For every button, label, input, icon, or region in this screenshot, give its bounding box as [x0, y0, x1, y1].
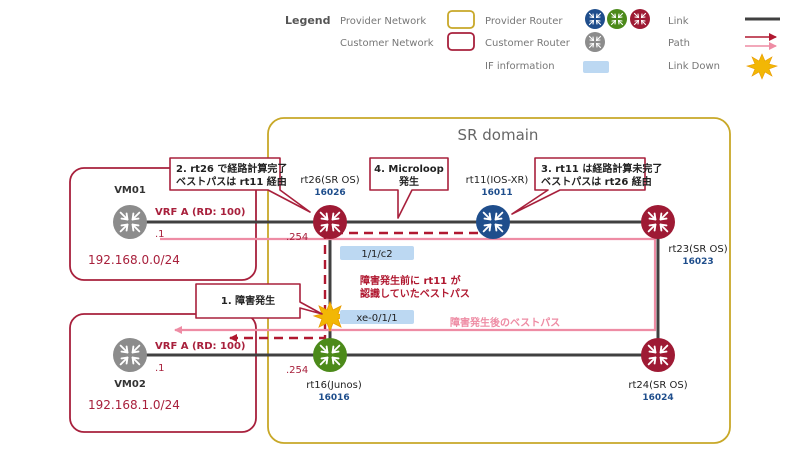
rt23-sid: 16023: [682, 257, 713, 267]
rt16-router-icon: [313, 338, 347, 372]
legend-router-blue-icon: [585, 9, 605, 29]
rt16-sid: 16016: [318, 393, 349, 403]
legend-router-red-icon: [630, 9, 650, 29]
links: [130, 220, 660, 357]
callout-2-line2: ベストパスは rt11 経由: [176, 175, 287, 188]
callout-2-line1: 2. rt26 で経路計算完了: [176, 162, 287, 175]
rt24-sid: 16024: [642, 393, 673, 403]
callout-3-line1: 3. rt11 は経路計算未完了: [541, 162, 662, 175]
callout-3: 3. rt11 は経路計算未完了 ベストパスは rt26 経由: [511, 157, 662, 215]
legend-link-down: Link Down: [668, 61, 720, 72]
pre-failure-annotation-line1: 障害発生前に rt11 が: [360, 274, 462, 287]
legend-link-down-icon: [745, 53, 779, 80]
if-label-rt16: xe-0/1/1: [356, 313, 397, 324]
legend-provider-network: Provider Network: [340, 16, 426, 27]
legend-router-green-icon: [607, 9, 627, 29]
vm02-subnet: 192.168.1.0/24: [88, 398, 180, 412]
vm01-subnet: 192.168.0.0/24: [88, 253, 180, 267]
vm02-router-icon: [113, 338, 147, 372]
vm01-router-icon: [113, 205, 147, 239]
legend-customer-network-swatch: [447, 32, 475, 51]
rt24-router-icon: [641, 338, 675, 372]
sr-domain-area: [267, 117, 731, 444]
pre-failure-annotation-line2: 認識していたベストパス: [360, 287, 470, 300]
rt23-name: rt23(SR OS): [668, 244, 727, 255]
legend-if-swatch: [583, 61, 609, 73]
legend-provider-network-swatch: [447, 10, 475, 29]
if-box-rt26: [340, 246, 414, 260]
rt26-name: rt26(SR OS): [300, 175, 359, 186]
legend-link: Link: [668, 16, 689, 27]
callout-1-text: 1. 障害発生: [221, 294, 275, 307]
vm01-if-label: .1: [155, 229, 165, 240]
rt11-sid: 16011: [481, 188, 512, 198]
callout-2: 2. rt26 で経路計算完了 ベストパスは rt11 経由: [169, 157, 311, 213]
customer-network-vm01: [69, 167, 257, 281]
vm02-label: VM02: [114, 379, 146, 390]
legend: Legend Provider Network Customer Network…: [285, 9, 780, 80]
legend-if-information: IF information: [485, 61, 555, 72]
callout-4-line2: 発生: [398, 175, 419, 188]
if-box-rt16: [340, 310, 414, 324]
vm01-vrf-label: VRF A (RD: 100): [155, 207, 245, 218]
if-label-rt26: 1/1/c2: [361, 249, 392, 260]
rt24-name: rt24(SR OS): [628, 380, 687, 391]
post-failure-annotation: 障害発生後のベストパス: [450, 316, 560, 329]
sr-domain-label: SR domain: [458, 126, 539, 144]
callout-4-line1: 4. Microloop: [374, 164, 444, 175]
rt11-router-icon: [476, 205, 510, 239]
callout-4: 4. Microloop 発生: [369, 157, 449, 219]
rt11-name: rt11(IOS-XR): [466, 175, 529, 186]
vm02-if-label: .1: [155, 363, 165, 374]
rt26-router-icon: [313, 205, 347, 239]
legend-title: Legend: [285, 14, 331, 27]
legend-path: Path: [668, 38, 690, 49]
vm02-vrf-label: VRF A (RD: 100): [155, 341, 245, 352]
callout-3-line2: ベストパスは rt26 経由: [541, 175, 652, 188]
legend-router-gray-icon: [585, 32, 605, 52]
callout-1: 1. 障害発生: [195, 283, 323, 319]
pre-failure-path: [229, 231, 493, 342]
post-failure-path: [160, 237, 657, 334]
legend-provider-router: Provider Router: [485, 16, 563, 27]
legend-customer-network: Customer Network: [340, 38, 434, 49]
rt16-name: rt16(Junos): [306, 380, 362, 391]
rt23-router-icon: [641, 205, 675, 239]
vm01-label: VM01: [114, 185, 146, 196]
customer-network-vm02: [69, 313, 257, 433]
rt26-sid: 16026: [314, 188, 345, 198]
legend-customer-router: Customer Router: [485, 38, 571, 49]
link-down-icon: [312, 300, 348, 333]
vm02-gw-label: .254: [286, 365, 308, 376]
vm01-gw-label: .254: [286, 232, 308, 243]
